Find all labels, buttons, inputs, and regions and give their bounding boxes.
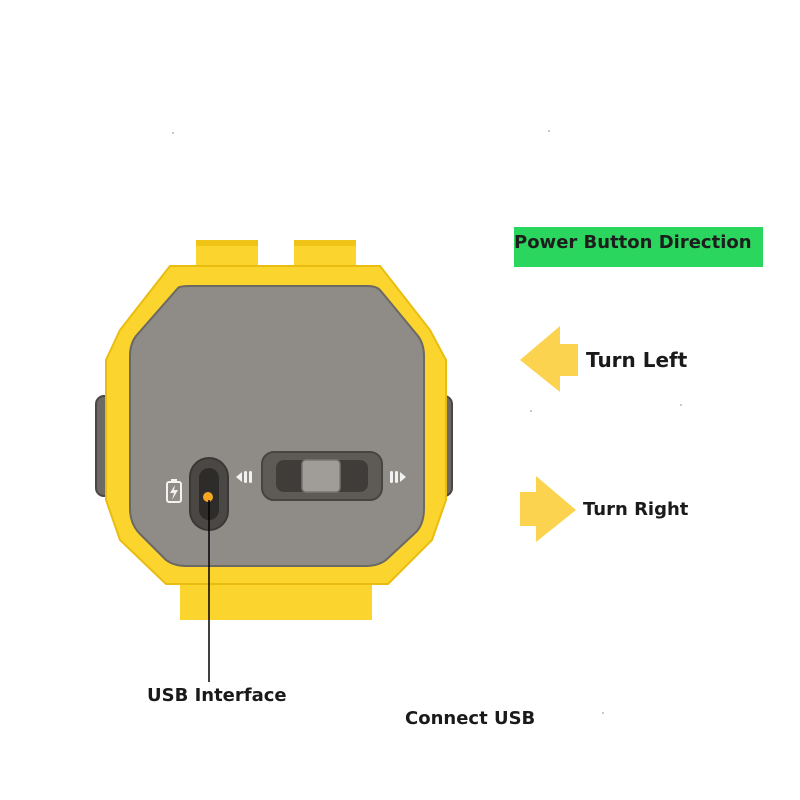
usb-port-pin (203, 492, 213, 502)
turn-right-arrow-icon (520, 476, 576, 542)
power-slide-switch (261, 451, 383, 501)
slide-switch-knob (301, 459, 341, 493)
connect-usb-label: Connect USB (405, 708, 536, 729)
turn-left-arrow-icon (520, 326, 578, 392)
turn-left-label: Turn Left (586, 348, 688, 372)
turn-right-label: Turn Right (583, 499, 689, 520)
lightning-battery-icon (166, 479, 182, 503)
usb-interface-label: USB Interface (147, 685, 287, 706)
right-arrow-marker-icon (390, 471, 406, 483)
left-arrow-marker-icon (236, 471, 252, 483)
power-label-background (514, 227, 763, 267)
power-button-direction-label: Power Button Direction (514, 232, 752, 253)
gray-panel (129, 285, 425, 567)
